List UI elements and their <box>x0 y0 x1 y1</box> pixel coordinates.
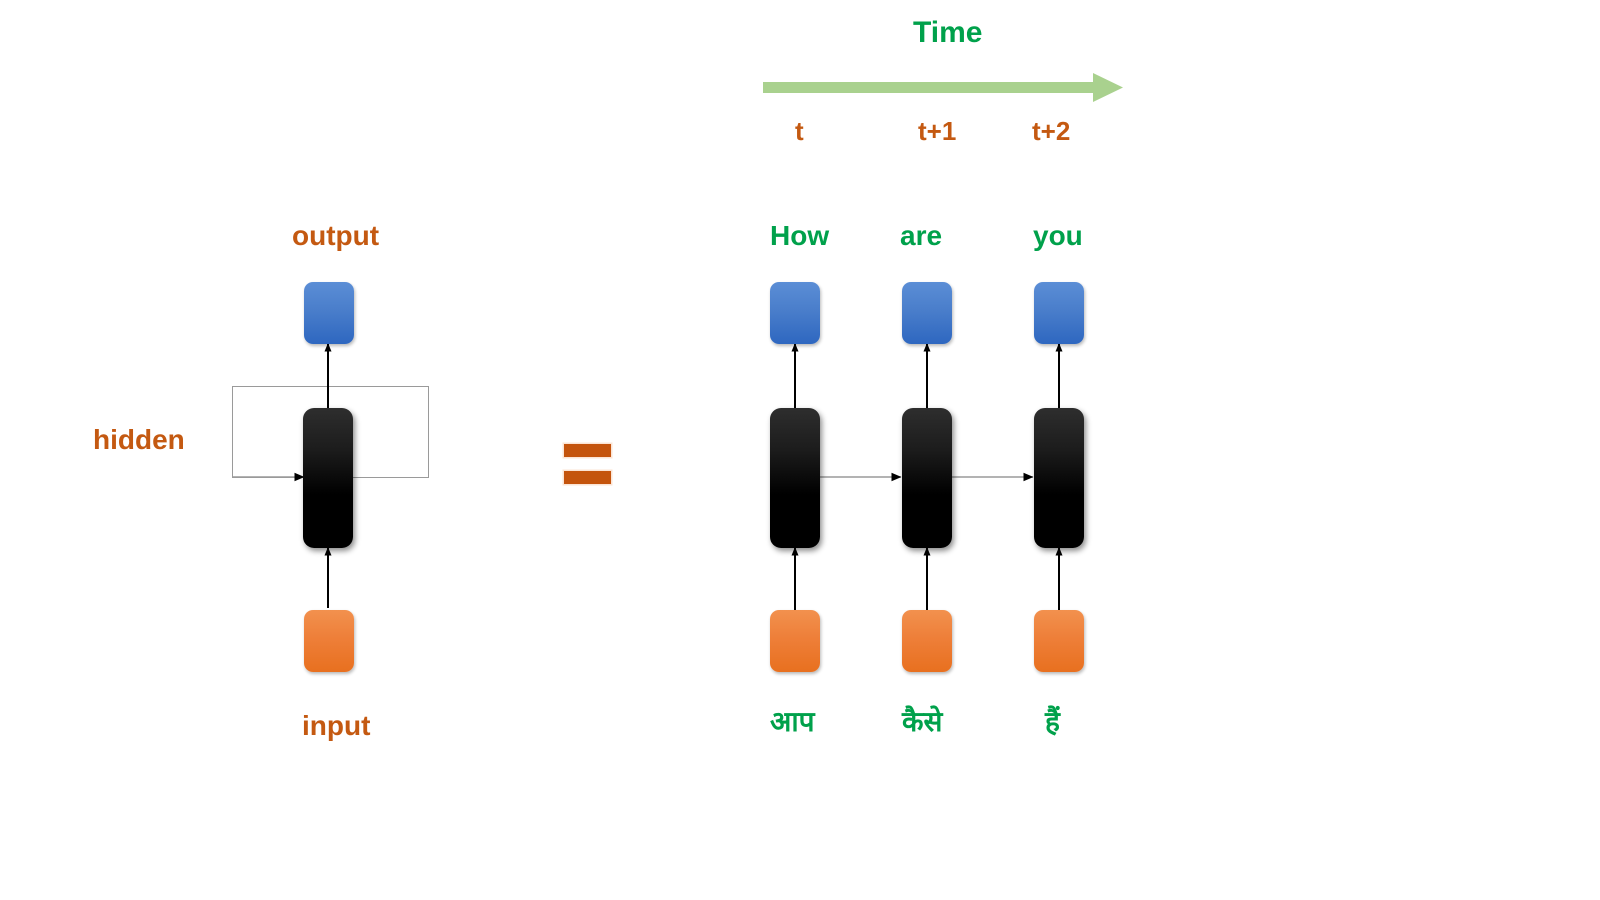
hidden-cell-t0 <box>770 408 820 548</box>
output-box-t1 <box>902 282 952 344</box>
output-word-2: you <box>1033 220 1083 251</box>
input-word-1: कैसे <box>902 706 943 737</box>
output-box <box>304 282 354 344</box>
output-box-t2 <box>1034 282 1084 344</box>
input-label: input <box>302 710 371 741</box>
input-word-2: हैं <box>1045 706 1060 737</box>
time-tick-t-plus-1: t+1 <box>918 116 957 146</box>
input-box-t0 <box>770 610 820 672</box>
input-box-t1 <box>902 610 952 672</box>
output-label: output <box>292 220 380 251</box>
time-tick-t: t <box>795 116 804 146</box>
input-word-0: आप <box>770 706 815 737</box>
equals-sign <box>564 444 611 490</box>
time-arrow-icon <box>763 73 1123 102</box>
hidden-cell-t1 <box>902 408 952 548</box>
input-box-t2 <box>1034 610 1084 672</box>
hidden-cell <box>303 408 353 548</box>
output-word-1: are <box>900 220 943 251</box>
time-tick-t-plus-2: t+2 <box>1032 116 1071 146</box>
output-word-0: How <box>770 220 830 251</box>
time-axis-title: Time <box>913 16 983 49</box>
equals-bar-bottom <box>564 471 611 484</box>
output-box-t0 <box>770 282 820 344</box>
equals-bar-top <box>564 444 611 457</box>
input-box <box>304 610 354 672</box>
hidden-cell-t2 <box>1034 408 1084 548</box>
hidden-label: hidden <box>93 424 185 455</box>
